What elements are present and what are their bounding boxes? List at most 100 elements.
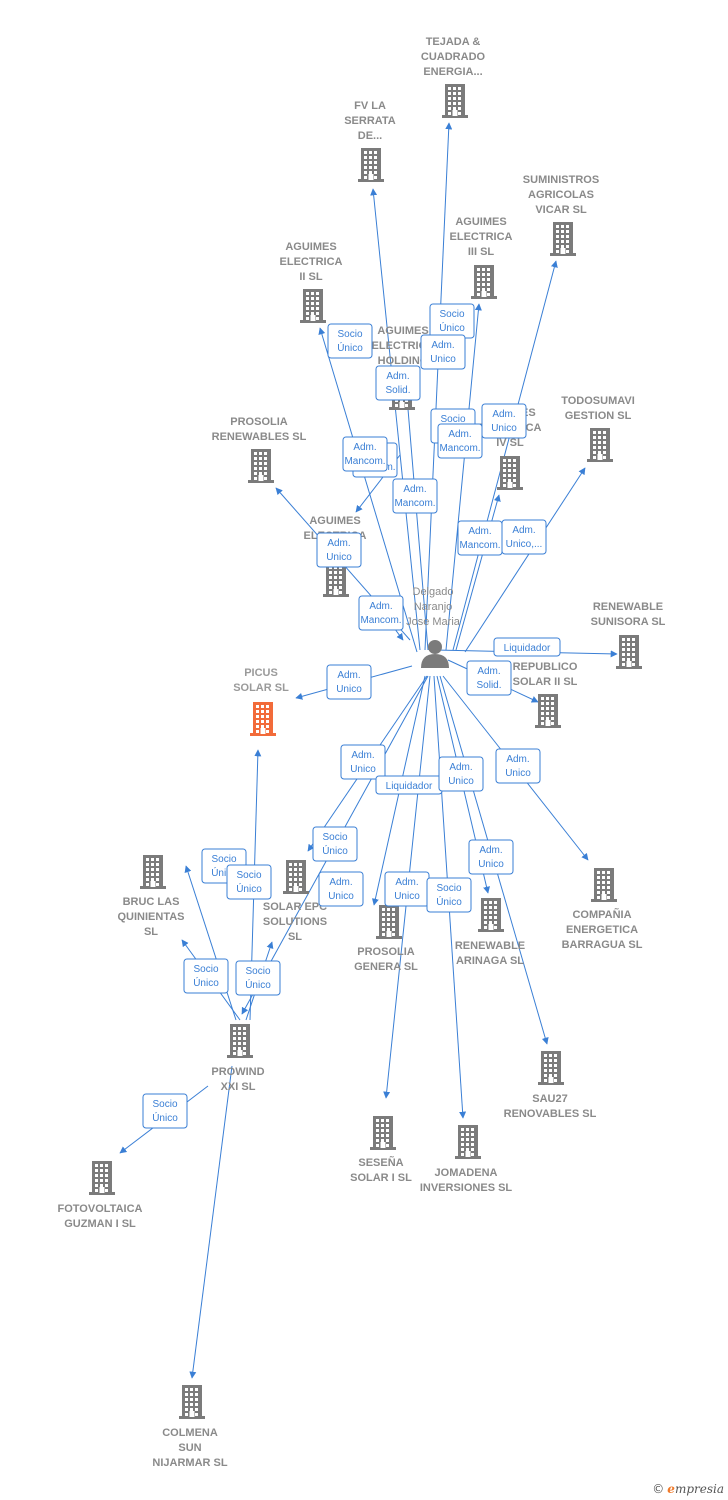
building-icon[interactable] — [358, 148, 384, 182]
building-icon[interactable] — [497, 456, 523, 490]
relation-badge[interactable]: Adm.Unico — [438, 756, 484, 792]
relation-badge[interactable]: Adm.Unico — [420, 334, 466, 370]
relation-badge[interactable]: Adm.Unico — [468, 839, 514, 875]
relation-badge[interactable]: Adm.Solid. — [466, 660, 512, 696]
brand-name: mpresia — [674, 1482, 724, 1496]
building-icon[interactable] — [591, 868, 617, 902]
relation-badge[interactable]: Adm.Solid. — [375, 365, 421, 401]
building-icon[interactable] — [227, 1024, 253, 1058]
relation-edge — [445, 303, 482, 651]
building-icon[interactable] — [140, 855, 166, 889]
relation-label: Adm.Solid. — [476, 666, 501, 691]
relation-label: Liquidador — [504, 643, 551, 654]
relation-badge[interactable]: Liquidador — [493, 637, 561, 657]
relation-badge[interactable]: Adm.Unico — [495, 748, 541, 784]
relation-badge[interactable]: Adm.Unico,... — [501, 519, 547, 555]
building-icon[interactable] — [376, 905, 402, 939]
relation-label: Adm.Unico — [448, 762, 474, 787]
building-icon[interactable] — [283, 860, 309, 894]
relation-badge[interactable]: Adm.Unico — [318, 871, 364, 907]
relation-label: Adm.Solid. — [385, 371, 410, 396]
building-icon[interactable] — [250, 702, 276, 736]
building-icon[interactable] — [179, 1385, 205, 1419]
relation-edge — [403, 384, 429, 651]
building-icon[interactable] — [442, 84, 468, 118]
relation-badge[interactable]: Liquidador — [375, 775, 443, 795]
relation-edge — [370, 188, 421, 651]
building-icon[interactable] — [370, 1116, 396, 1150]
relation-label: Adm.Unico — [430, 340, 456, 365]
building-icon[interactable] — [323, 563, 349, 597]
relation-label: Adm.Unico — [328, 877, 354, 902]
building-icon[interactable] — [616, 635, 642, 669]
building-icon[interactable] — [550, 222, 576, 256]
building-icon[interactable] — [248, 449, 274, 483]
relation-badge[interactable]: Adm.Mancom. — [392, 478, 438, 514]
relation-badge[interactable]: Adm.Mancom. — [342, 436, 388, 472]
relation-badge[interactable]: Adm.Mancom. — [437, 423, 483, 459]
building-icon[interactable] — [478, 898, 504, 932]
building-icon[interactable] — [300, 289, 326, 323]
relation-label: Adm.Unico — [350, 750, 376, 775]
building-icon[interactable] — [535, 694, 561, 728]
relation-label: Adm.Mancom. — [394, 484, 435, 509]
brand-initial: e — [667, 1482, 675, 1496]
building-icon[interactable] — [538, 1051, 564, 1085]
relation-badge[interactable]: Adm.Unico — [316, 532, 362, 568]
relation-edge — [464, 467, 586, 653]
relation-label: Adm.Mancom. — [344, 442, 385, 467]
relation-label: Adm.Mancom. — [360, 601, 401, 626]
relation-badge[interactable]: Adm.Mancom. — [358, 595, 404, 631]
relation-badge[interactable]: Adm.Unico — [326, 664, 372, 700]
relation-badge[interactable]: Adm.Mancom. — [457, 520, 503, 556]
building-icon[interactable] — [89, 1161, 115, 1195]
copyright-icon: © — [652, 1482, 665, 1496]
relation-badge[interactable]: Adm.Unico — [340, 744, 386, 780]
relation-edge — [184, 865, 237, 1021]
relation-badge[interactable]: Adm.Unico — [384, 871, 430, 907]
person-icon[interactable] — [421, 640, 449, 668]
building-icon[interactable] — [455, 1125, 481, 1159]
building-icon[interactable] — [587, 428, 613, 462]
building-icon[interactable] — [471, 265, 497, 299]
relation-badge[interactable]: Adm.Unico — [481, 403, 527, 439]
relation-label: Adm.Unico — [326, 538, 352, 563]
